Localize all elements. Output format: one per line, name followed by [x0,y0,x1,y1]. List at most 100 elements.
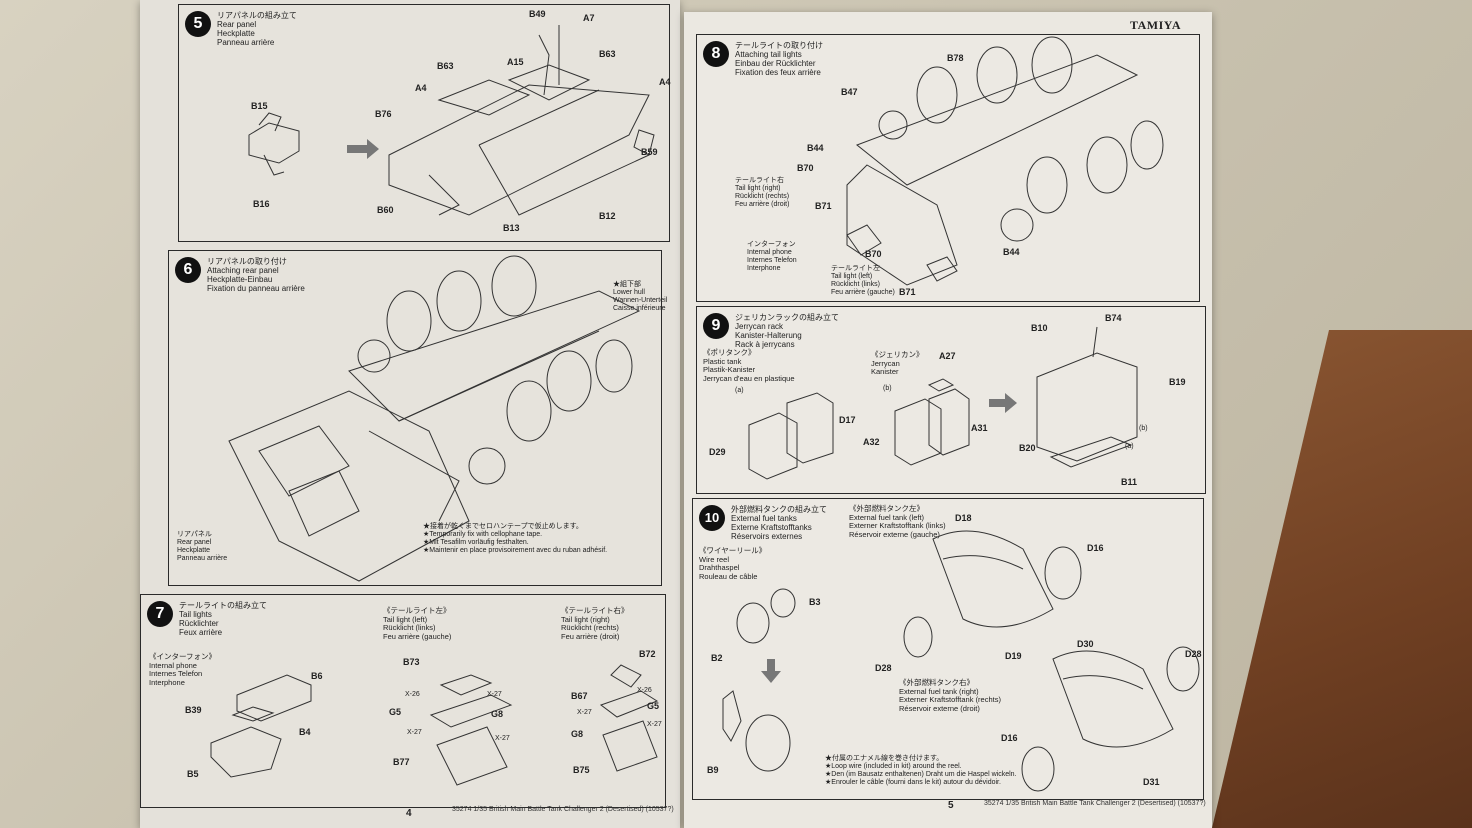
part-label: D17 [839,415,856,425]
step-title: リアパネルの取り付け Attaching rear panel Heckplat… [207,257,305,293]
tape-note: ★接着が乾くまでセロハンテープで仮止めします。 ★Temporarily fix… [423,523,608,554]
step-number: 7 [147,601,173,627]
part-label: X-26 [637,687,652,694]
page-number: 4 [406,808,412,819]
part-label: B71 [815,201,832,211]
part-label: X-27 [495,735,510,742]
part-label: B39 [185,705,202,715]
interphone-label: インターフォン Internal phone Internes Telefon … [747,241,797,272]
part-label: G5 [647,701,660,711]
part-label: B44 [1003,247,1020,257]
part-label: (a) [1125,443,1134,450]
part-label: X-27 [647,721,662,728]
part-label: B2 [711,653,723,663]
rear-panel-drawing [248,25,655,216]
part-label: B9 [707,765,719,775]
part-label: B75 [573,765,590,775]
part-label: B19 [1169,377,1186,387]
part-label: D29 [709,447,726,457]
part-label: D18 [955,513,972,523]
brand-logo: TAMIYA [1130,18,1182,32]
group-jerrycan: 《ジェリカン》 Jerrycan Kanister [871,350,924,376]
page-number: 5 [948,800,954,811]
step-title: ジェリカンラックの組み立て Jerrycan rack Kanister-Hal… [735,313,839,349]
part-label: B11 [1121,477,1138,487]
part-label: B3 [809,597,821,607]
part-label: X-27 [487,691,502,698]
part-label: (b) [883,385,892,392]
part-label: D28 [875,663,892,673]
part-label: B6 [311,671,323,681]
step-title: リアパネルの組み立て Rear panel Heckplatte Panneau… [217,11,297,47]
part-label: D30 [1077,639,1094,649]
step-number: 5 [185,11,211,37]
wire-note: ★付属のエナメル線を巻き付けます。 ★Loop wire (included i… [825,755,1017,786]
step-10-panel: 10 外部燃料タンクの組み立て External fuel tanks Exte… [692,498,1204,800]
part-label: G8 [571,729,584,739]
part-label: B20 [1019,443,1036,453]
part-label: D16 [1087,543,1104,553]
part-label: D31 [1143,777,1160,787]
part-label: G8 [491,709,504,719]
part-label: B73 [403,657,420,667]
part-label: B72 [639,649,656,659]
part-label: X-26 [405,691,420,698]
hull-assembly-drawing [228,255,641,582]
part-label: B74 [1105,313,1122,323]
part-label: B47 [841,87,858,97]
part-label: B76 [375,109,392,119]
part-label: B16 [253,199,270,209]
step-number: 9 [703,313,729,339]
part-label: B4 [299,727,311,737]
fuel-tanks-drawing [722,530,1200,792]
rear-panel-label: リアパネル Rear panel Heckplatte Panneau arri… [177,531,228,562]
tail-light-right-label: テールライト右 Tail light (right) Rücklicht (re… [735,177,790,208]
part-label: B71 [899,287,916,297]
group-tail-left: 《テールライト左》 Tail light (left) Rücklicht (l… [383,606,452,641]
tail-lights-install-drawing [846,36,1164,286]
part-label: A4 [659,77,671,87]
right-page: TAMIYA 8 テールライトの取り付け Attaching tail ligh… [684,12,1212,828]
part-label: B63 [599,49,616,59]
group-wire-reel: 《ワイヤーリール》 Wire reel Drahthaspel Rouleau … [699,546,767,581]
step-title: テールライトの取り付け Attaching tail lights Einbau… [735,41,823,77]
part-label: (b) [1139,425,1148,432]
group-interphone: 《インターフォン》 Internal phone Internes Telefo… [149,652,217,687]
part-label: B15 [251,101,268,111]
part-label: D16 [1001,733,1018,743]
tail-lights-drawing [210,664,659,786]
step-9-panel: 9 ジェリカンラックの組み立て Jerrycan rack Kanister-H… [696,306,1206,494]
group-tail-right: 《テールライト右》 Tail light (right) Rücklicht (… [561,606,629,641]
part-label: D28 [1185,649,1202,659]
part-label: B78 [947,53,964,63]
step-5-panel: 5 リアパネルの組み立て Rear panel Heckplatte Panne… [178,4,671,242]
part-label: D19 [1005,651,1022,661]
step-number: 6 [175,257,201,283]
callout-lower-hull: ★組下部 Lower hull Wannen-Unterteil Caisse … [613,281,668,312]
part-label: B77 [393,757,410,767]
part-label: B10 [1031,323,1048,333]
step-8-panel: 8 テールライトの取り付け Attaching tail lights Einb… [696,34,1200,302]
part-label: B49 [529,9,546,19]
part-label: B70 [797,163,814,173]
part-label: A31 [971,423,988,433]
part-label: (a) [735,387,744,394]
part-label: B63 [437,61,454,71]
step-number: 8 [703,41,729,67]
part-label: X-27 [577,709,592,716]
step-number: 10 [699,505,725,531]
page-footer: 35274 1/35 British Main Battle Tank Chal… [984,800,1206,807]
group-plastic-tank: 《ポリタンク》 Plastic tank Plastik-Kanister Je… [703,348,795,383]
part-label: B70 [865,249,882,259]
part-label: B59 [641,147,658,157]
part-label: A32 [863,437,880,447]
part-label: B44 [807,143,824,153]
part-label: X-27 [407,729,422,736]
part-label: B67 [571,691,588,701]
group-fuel-tank-right: 《外部燃料タンク右》 External fuel tank (right) Ex… [899,678,1001,713]
jerrycan-rack-drawing [748,326,1138,480]
part-label: B12 [599,211,616,221]
part-label: A7 [583,13,595,23]
step-7-panel: 7 テールライトの組み立て Tail lights Rücklichter Fe… [140,594,666,808]
part-label: G5 [389,707,402,717]
